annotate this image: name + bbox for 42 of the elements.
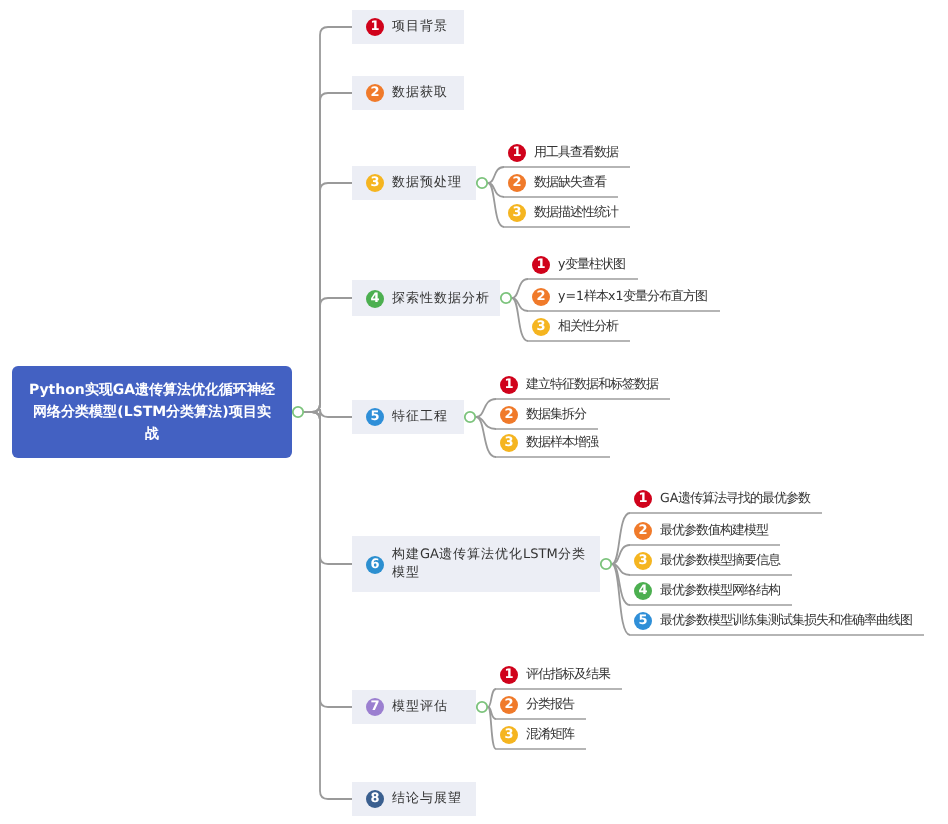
subtopic-item xyxy=(528,284,720,312)
topic-box xyxy=(352,782,476,816)
connector-line xyxy=(475,398,497,418)
topic-box xyxy=(352,166,476,200)
topic-box xyxy=(352,400,464,434)
subtopic-item xyxy=(630,578,792,606)
subtopic-item xyxy=(630,608,924,636)
connector-line xyxy=(475,416,497,458)
subtopic-item xyxy=(528,314,630,342)
connector-line xyxy=(487,182,505,228)
subtopic-item xyxy=(496,430,610,458)
connector-line xyxy=(487,706,497,750)
connector-line xyxy=(511,278,529,299)
connector-line xyxy=(611,563,631,576)
subtopic-item xyxy=(504,170,618,198)
connector-line xyxy=(487,182,505,198)
connector-line xyxy=(611,544,631,565)
subtopic-item xyxy=(630,548,792,576)
subtopic-item xyxy=(630,518,780,546)
connector-line xyxy=(475,416,497,430)
subtopic-item xyxy=(496,662,622,690)
connector-line xyxy=(611,563,631,636)
connector-line xyxy=(487,166,505,184)
topic-box xyxy=(352,76,464,110)
topic-box xyxy=(352,10,464,44)
topic-box xyxy=(352,280,500,316)
connector-line xyxy=(487,688,497,708)
topic-box xyxy=(352,536,600,592)
connector-line xyxy=(511,297,529,342)
topic-box xyxy=(352,690,476,724)
subtopic-item xyxy=(496,692,586,720)
connector-line xyxy=(511,297,529,312)
connector-line xyxy=(611,512,631,565)
subtopic-item xyxy=(630,486,823,514)
subtopic-item xyxy=(496,722,586,750)
subtopic-item xyxy=(528,252,638,280)
subtopic-item xyxy=(496,402,598,430)
subtopic-item xyxy=(504,200,630,228)
connector-line xyxy=(611,563,631,606)
central-topic-box xyxy=(12,366,292,458)
subtopic-item xyxy=(504,140,630,168)
subtopic-item xyxy=(496,372,670,400)
